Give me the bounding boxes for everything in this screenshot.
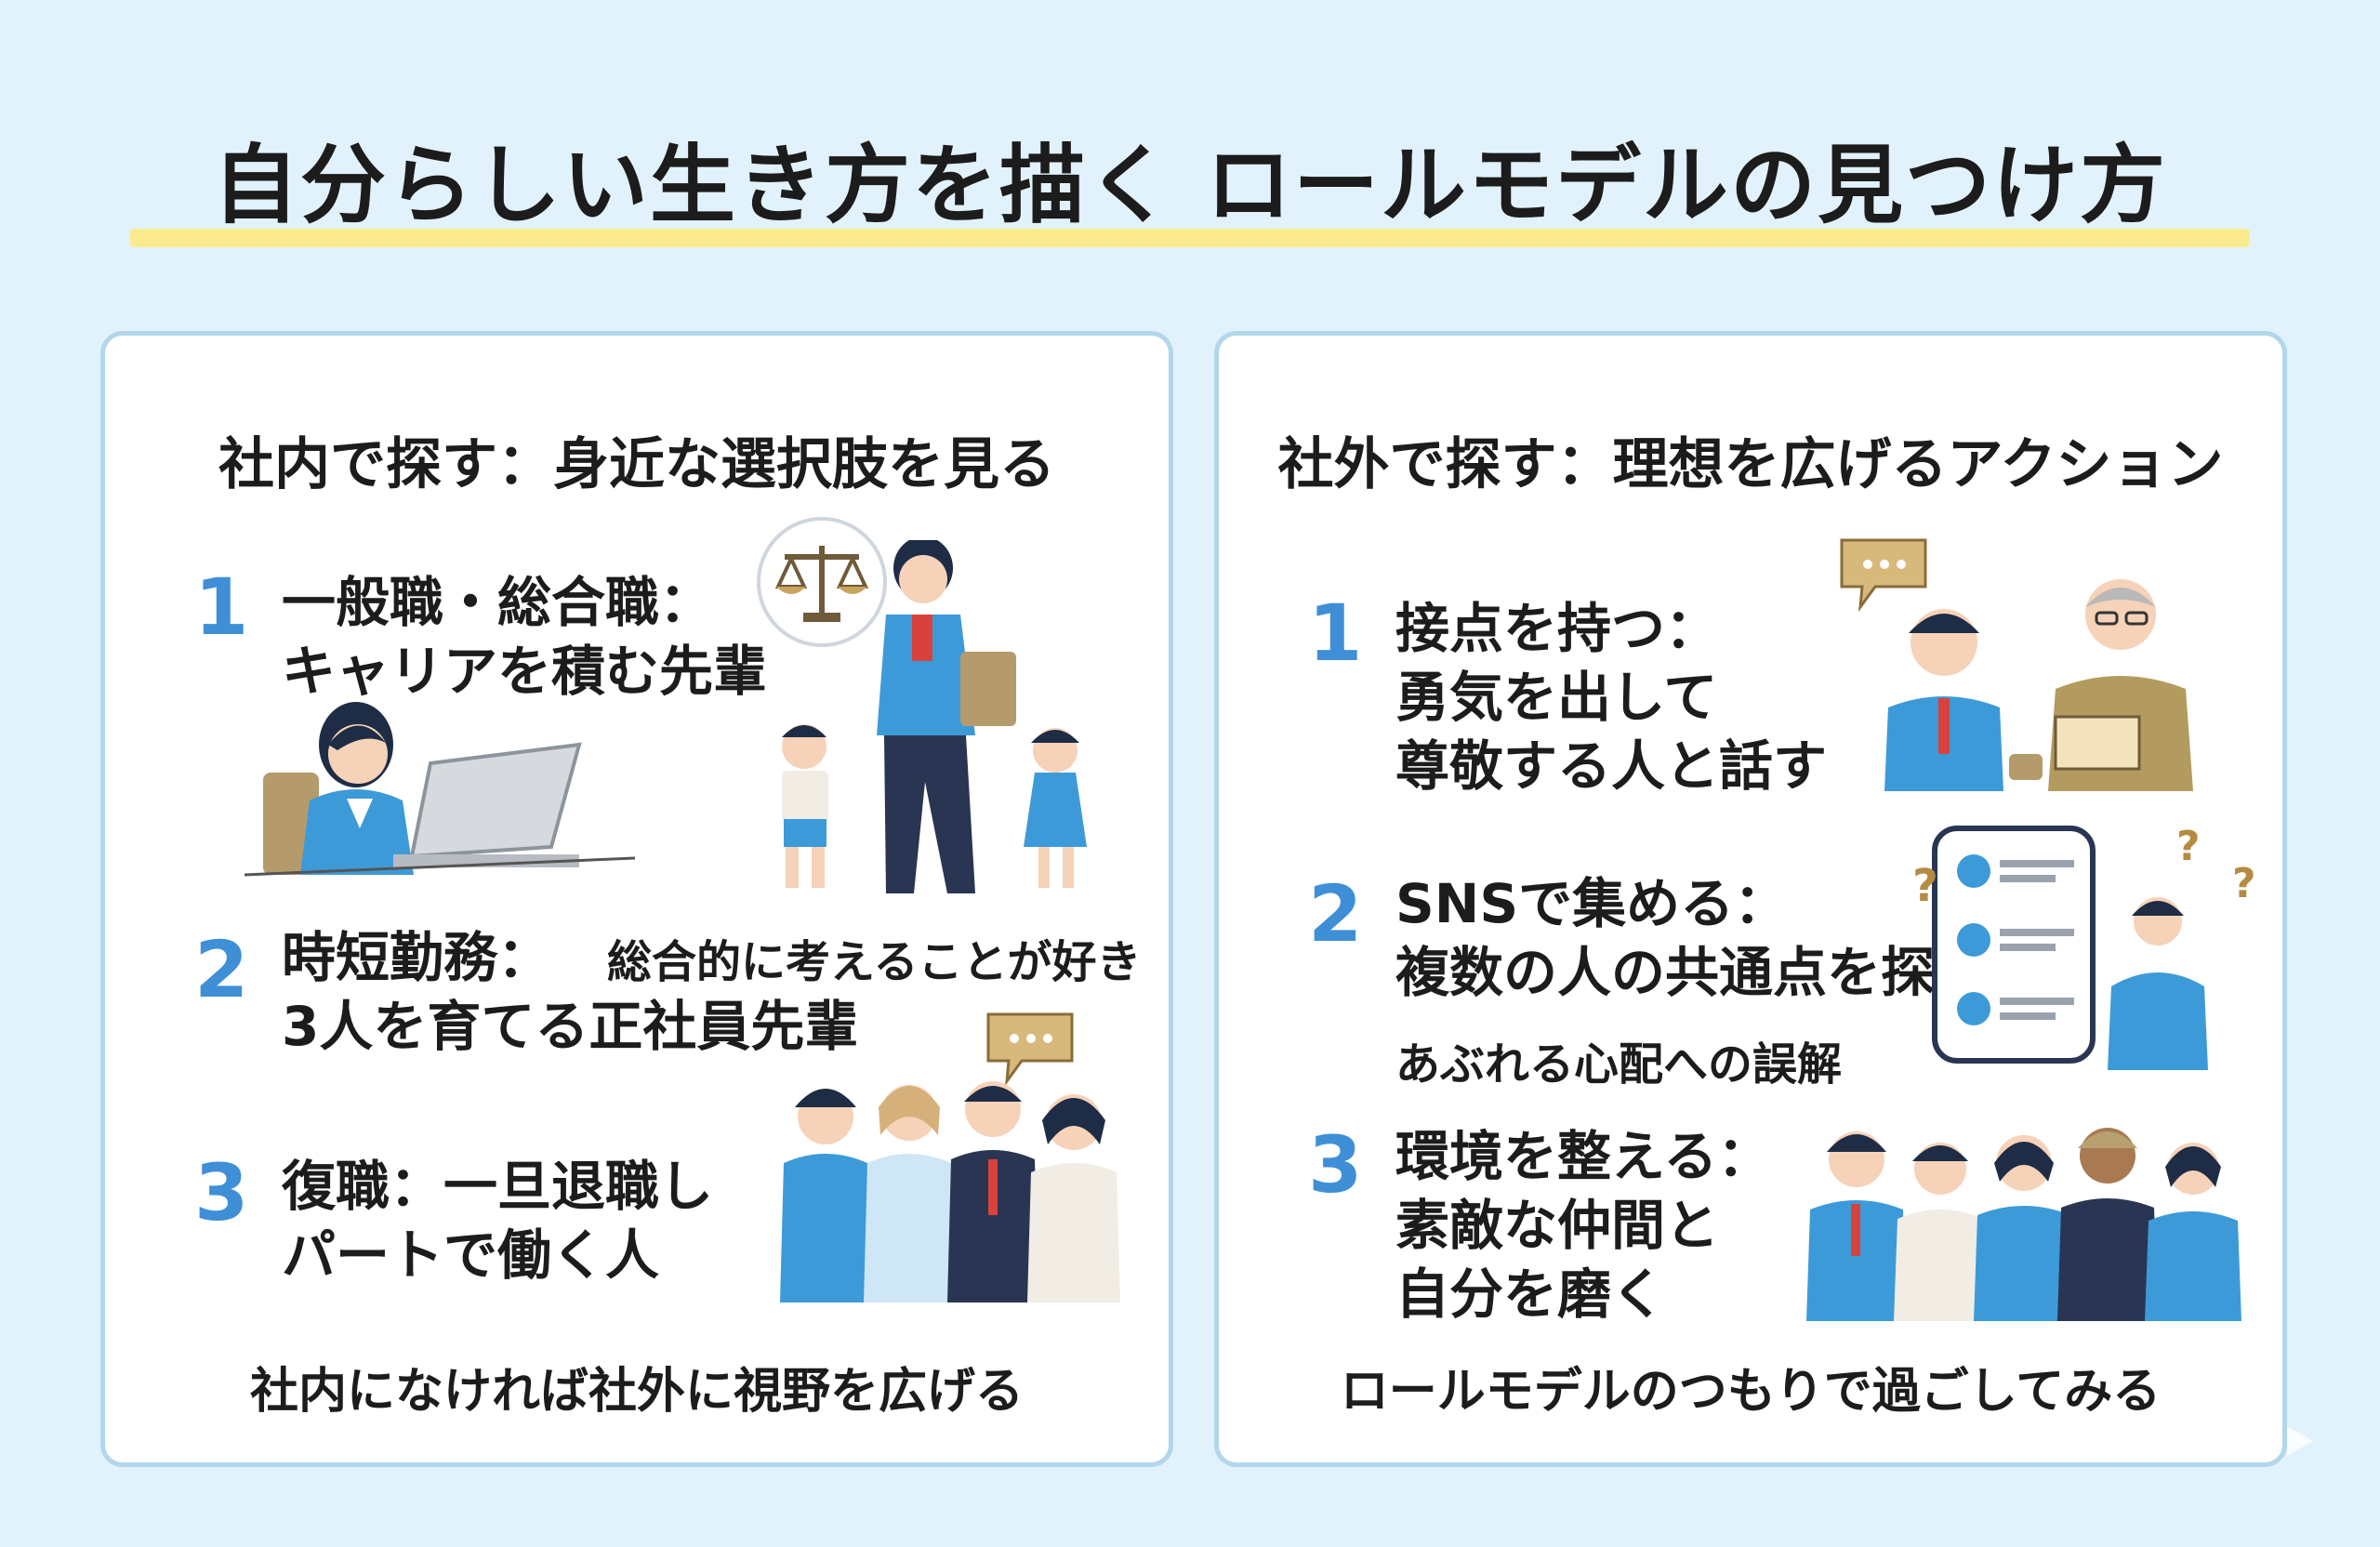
item-text: 接点を持つ： 勇気を出して 尊敬する人と話す xyxy=(1395,597,1828,798)
scales-icon xyxy=(757,517,887,647)
svg-text:?: ? xyxy=(2232,860,2256,907)
item-number: 1 xyxy=(1308,588,1363,679)
panel-internal-heading: 社内で探す：身近な選択肢を見る xyxy=(218,432,1055,497)
item-note: あぶれる心配への誤解 xyxy=(1395,1038,1843,1091)
panel-external: 社外で探す：理想を広げるアクション 1 接点を持つ： 勇気を出して 尊敬する人と… xyxy=(1214,331,2287,1467)
panel-external-footer: ロールモデルのつもりで過ごしてみる xyxy=(1340,1364,2162,1420)
item-number: 1 xyxy=(194,562,249,653)
item-number: 2 xyxy=(194,924,249,1015)
conversation-mentor-illustration xyxy=(1884,579,2193,791)
item-number: 3 xyxy=(194,1147,249,1238)
item-number: 3 xyxy=(1308,1119,1363,1210)
profile-icon xyxy=(1957,854,2074,1025)
page-title: 自分らしい生き方を描く ロールモデルの見つけ方 xyxy=(212,136,2168,235)
panel-internal: 社内で探す：身近な選択肢を見る 1 一般職・総合職： キャリアを積む先輩 xyxy=(100,331,1173,1467)
parent-with-children-illustration xyxy=(782,540,1087,893)
speech-bubble-icon xyxy=(986,1012,1074,1087)
play-mark-icon xyxy=(2287,1426,2313,1456)
item-number: 2 xyxy=(1308,868,1363,959)
title-highlight xyxy=(130,229,2250,247)
colleagues-group-illustration xyxy=(780,1081,1120,1302)
svg-text:?: ? xyxy=(1912,860,1938,912)
office-worker-illustration xyxy=(245,702,635,877)
item-text: SNSで集める： 複数の人の共通点を探る xyxy=(1395,872,1990,1004)
speech-bubble-icon xyxy=(1840,538,1927,613)
svg-text:?: ? xyxy=(2176,823,2201,870)
item-text: 環境を整える： 素敵な仲間と 自分を磨く xyxy=(1395,1125,1772,1326)
smartphone-icon: ? ? xyxy=(1932,823,2256,1070)
team-illustration xyxy=(1806,1128,2241,1321)
panel-internal-footer: 社内になければ社外に視野を広げる xyxy=(249,1364,1024,1420)
item-note: 総合的に考えることが好き xyxy=(607,936,1142,988)
item-text: 一般職・総合職： キャリアを積む先輩 xyxy=(282,571,768,703)
title-area: 自分らしい生き方を描く ロールモデルの見つけ方 xyxy=(130,130,2250,251)
panel-external-heading: 社外で探す：理想を広げるアクション xyxy=(1277,432,2224,497)
question-mark-icon: ? xyxy=(1912,860,1938,912)
item-text: 時短勤務： 3人を育てる正社員先輩 xyxy=(282,926,859,1058)
item-text: 復職：一旦退職し パートで働く人 xyxy=(282,1155,714,1287)
